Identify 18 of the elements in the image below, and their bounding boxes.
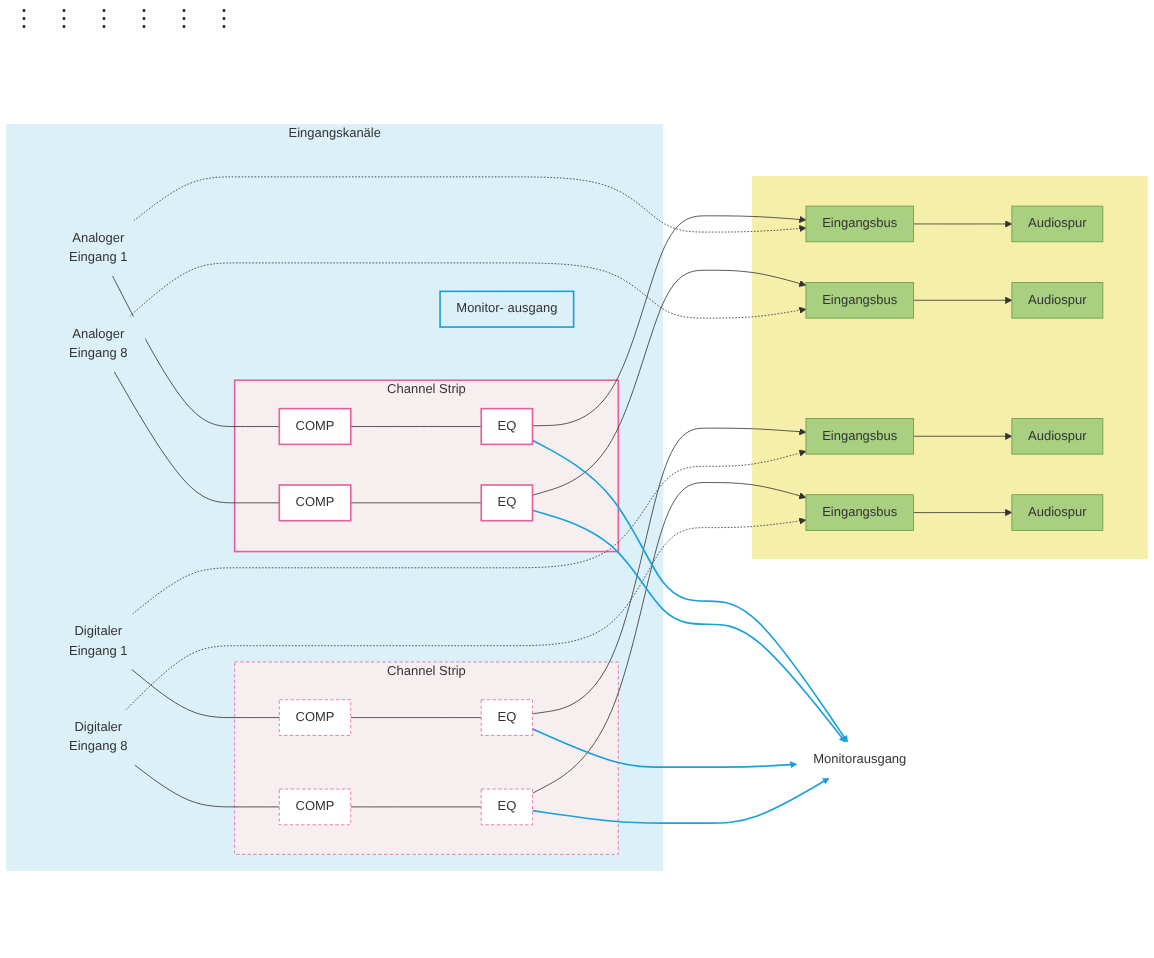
connector <box>350 425 482 427</box>
ellipsis-mark: ⋮ <box>12 4 36 32</box>
connector <box>350 501 482 503</box>
connector <box>350 716 482 718</box>
ellipsis-mark: ⋮ <box>132 4 156 32</box>
connector <box>134 764 280 807</box>
ellipsis-mark: ⋮ <box>52 4 76 32</box>
connector <box>112 274 280 427</box>
ellipsis-mark: ⋮ <box>212 4 236 32</box>
arrow <box>531 438 848 743</box>
arrow <box>531 727 798 768</box>
cluster <box>751 175 1148 559</box>
ellipsis-mark: ⋮ <box>172 4 196 32</box>
ellipsis-mark: ⋮ <box>92 4 116 32</box>
connector <box>113 370 280 503</box>
connector <box>131 668 280 718</box>
arrow <box>531 508 846 743</box>
arrow <box>531 777 830 824</box>
